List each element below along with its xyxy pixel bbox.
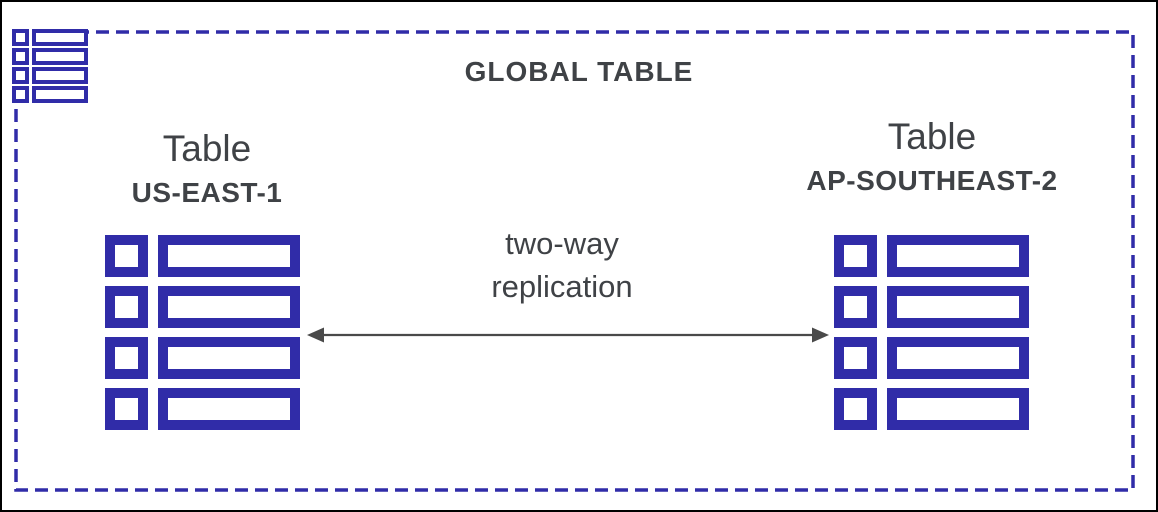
table-region: US-EAST-1 <box>131 177 283 208</box>
table-icon-row <box>12 67 88 84</box>
icon-value-bar <box>32 48 88 65</box>
arrow-left-head-icon <box>307 327 324 343</box>
arrow-right-head-icon <box>812 327 829 343</box>
table-icon-row <box>12 86 88 103</box>
icon-value-bar <box>887 388 1029 430</box>
table-icon-row <box>12 48 88 65</box>
table-icon-row <box>105 388 300 430</box>
table-region: AP-SOUTHEAST-2 <box>806 165 1058 196</box>
icon-key-box <box>12 67 29 84</box>
icon-key-box <box>12 86 29 103</box>
global-table-boundary <box>14 30 1135 492</box>
table-icon-row <box>834 235 1029 277</box>
icon-value-bar <box>158 337 300 379</box>
icon-value-bar <box>32 29 88 46</box>
icon-key-box <box>834 235 877 277</box>
icon-value-bar <box>887 235 1029 277</box>
icon-value-bar <box>158 388 300 430</box>
table-icon-row <box>834 286 1029 328</box>
icon-key-box <box>105 286 148 328</box>
table-icon-us-east-1 <box>105 235 300 430</box>
table-icon-row <box>12 29 88 46</box>
table-us-east-1-labels: Table US-EAST-1 <box>57 126 357 210</box>
table-icon-row <box>834 337 1029 379</box>
table-icon-row <box>105 235 300 277</box>
global-table-title: GLOBAL TABLE <box>464 56 694 87</box>
table-icon-row <box>105 286 300 328</box>
table-name: Table <box>887 116 977 157</box>
icon-value-bar <box>32 86 88 103</box>
icon-key-box <box>834 388 877 430</box>
table-icon-row <box>834 388 1029 430</box>
replication-label: two-way replication <box>491 226 633 304</box>
icon-value-bar <box>158 235 300 277</box>
icon-value-bar <box>887 337 1029 379</box>
two-way-arrow <box>307 327 829 343</box>
icon-key-box <box>105 235 148 277</box>
icon-value-bar <box>32 67 88 84</box>
icon-key-box <box>12 48 29 65</box>
table-icon-ap-southeast-2 <box>834 235 1029 430</box>
icon-key-box <box>834 337 877 379</box>
icon-key-box <box>105 388 148 430</box>
icon-key-box <box>12 29 29 46</box>
global-table-corner-table-icon <box>12 29 88 103</box>
icon-key-box <box>834 286 877 328</box>
table-ap-southeast-2-labels: Table AP-SOUTHEAST-2 <box>782 114 1082 198</box>
icon-key-box <box>105 337 148 379</box>
table-name: Table <box>162 128 252 169</box>
icon-value-bar <box>158 286 300 328</box>
icon-value-bar <box>887 286 1029 328</box>
table-icon-row <box>105 337 300 379</box>
